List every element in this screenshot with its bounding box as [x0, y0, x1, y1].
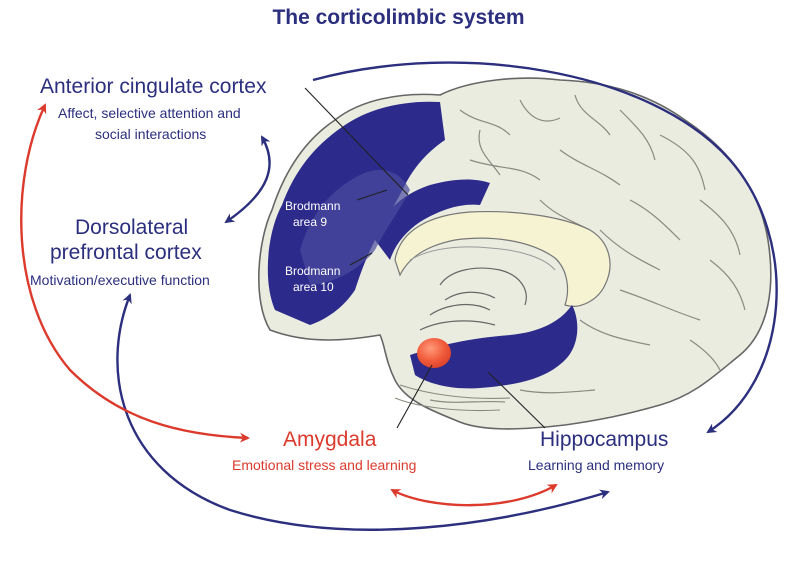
- dlpfc-label-line1: Dorsolateral: [75, 216, 189, 239]
- hippocampus-desc: Learning and memory: [528, 457, 665, 473]
- brodmann-area10-line1: Brodmann: [285, 264, 341, 278]
- amygdala-hippocampus-arrow: [390, 483, 558, 507]
- acc-desc-line2: social interactions: [95, 126, 207, 142]
- red-arrows: [20, 103, 558, 507]
- acc-dlpfc-arrow: [224, 135, 271, 224]
- acc-label: Anterior cingulate cortex: [40, 75, 267, 98]
- amygdala-desc: Emotional stress and learning: [232, 457, 417, 473]
- acc-to-hippocampus-arrow: [312, 61, 778, 434]
- acc-amygdala-arrow: [20, 103, 250, 443]
- acc-desc-line1: Affect, selective attention and: [58, 105, 241, 121]
- dlpfc-desc: Motivation/executive function: [30, 272, 210, 288]
- amygdala-region: [417, 338, 451, 368]
- brodmann-area10-line2: area 10: [293, 280, 334, 294]
- brodmann-area9-line2: area 9: [293, 215, 328, 229]
- diagram-title: The corticolimbic system: [272, 6, 525, 29]
- hippocampus-label: Hippocampus: [540, 428, 669, 451]
- dlpfc-label-line2: prefrontal cortex: [50, 241, 202, 264]
- amygdala-label: Amygdala: [283, 428, 377, 451]
- brodmann-area9-line1: Brodmann: [285, 199, 341, 213]
